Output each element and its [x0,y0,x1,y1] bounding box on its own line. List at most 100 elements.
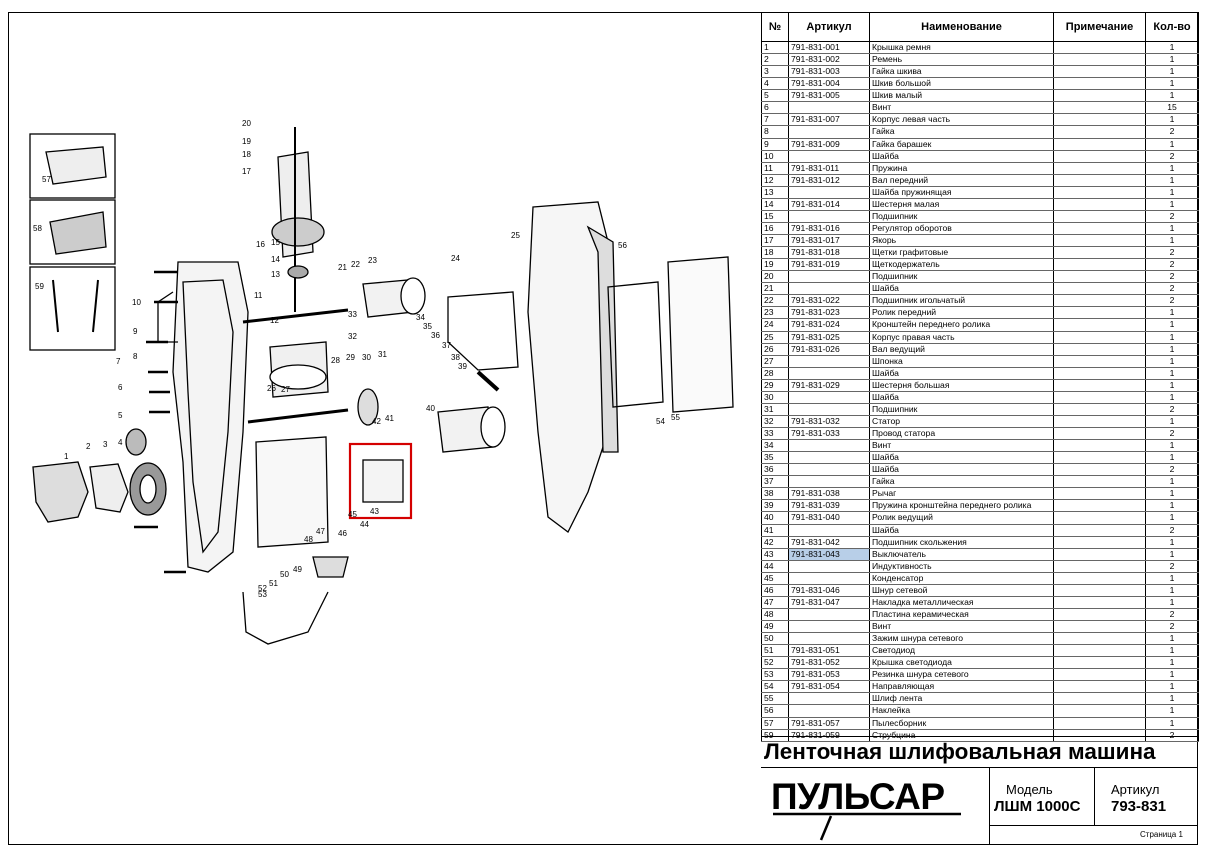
cell-qty: 2 [1145,125,1199,139]
cell-qty: 1 [1145,668,1199,682]
cell-note [1053,608,1146,622]
cell-qty: 2 [1145,246,1199,260]
cell-article [788,620,870,634]
brand-logo-cell: ПУЛЬСАР [761,768,990,845]
svg-text:1: 1 [64,452,69,461]
cell-article: 791-831-042 [788,536,870,549]
cell-article: 791-831-043 [788,548,870,561]
svg-text:48: 48 [304,535,313,544]
page-number: Страница 1 [1140,830,1183,839]
cell-note [1053,680,1146,694]
cell-note [1053,186,1146,199]
cell-qty: 1 [1145,644,1199,658]
document-title: Ленточная шлифовальная машина [761,736,1198,768]
svg-text:51: 51 [269,579,278,588]
cell-number: 15 [761,210,789,223]
cell-qty: 1 [1145,367,1199,380]
cell-number: 44 [761,560,789,573]
cell-name: Регулятор оборотов [869,222,1054,236]
cell-number: 37 [761,475,789,489]
cell-number: 51 [761,644,789,658]
cell-article: 791-831-004 [788,77,870,91]
cell-number: 31 [761,403,789,416]
cell-article: 791-831-017 [788,234,870,248]
svg-text:38: 38 [451,353,460,362]
cell-article: 791-831-002 [788,53,870,67]
svg-text:36: 36 [431,331,440,340]
cell-number: 54 [761,680,789,694]
cell-article: 791-831-016 [788,222,870,236]
highlight-box-part-43 [348,442,413,520]
cell-note [1053,391,1146,404]
svg-text:50: 50 [280,570,289,579]
cell-name: Накладка металлическая [869,596,1054,609]
cell-number: 24 [761,318,789,332]
svg-text:43: 43 [370,507,379,516]
cell-note [1053,89,1146,103]
cell-number: 29 [761,379,789,392]
cell-number: 6 [761,101,789,115]
svg-text:46: 46 [338,529,347,538]
cell-article [788,367,870,380]
cell-name: Подшипник скольжения [869,536,1054,549]
cell-name: Подшипник игольчатый [869,294,1054,308]
cell-qty: 1 [1145,632,1199,646]
cell-number: 48 [761,608,789,622]
cell-name: Шайба [869,282,1054,296]
cell-name: Пружина [869,162,1054,175]
cell-number: 41 [761,524,789,537]
cell-qty: 15 [1145,101,1199,115]
cell-article [788,355,870,368]
svg-text:29: 29 [346,353,355,362]
cell-qty: 2 [1145,560,1199,573]
cell-article: 791-831-003 [788,65,870,79]
cell-number: 28 [761,367,789,380]
svg-text:15: 15 [271,238,280,247]
cell-number: 34 [761,439,789,453]
cell-number: 17 [761,234,789,248]
cell-name: Резинка шнура сетевого [869,668,1054,682]
cell-name: Ролик передний [869,306,1054,320]
svg-text:37: 37 [442,341,451,350]
cell-name: Выключатель [869,548,1054,561]
cell-article [788,608,870,622]
cell-article: 791-831-038 [788,487,870,501]
cell-note [1053,644,1146,658]
svg-text:24: 24 [451,254,460,263]
cell-note [1053,198,1146,211]
cell-number: 3 [761,65,789,79]
cell-number: 25 [761,331,789,344]
cell-qty: 1 [1145,186,1199,199]
cell-number: 11 [761,162,789,175]
cell-name: Щетки графитовые [869,246,1054,260]
cell-name: Светодиод [869,644,1054,658]
cell-number: 32 [761,415,789,429]
cell-name: Пружина кронштейна переднего ролика [869,499,1054,513]
header-number: № [761,12,789,42]
svg-text:34: 34 [416,313,425,322]
svg-text:49: 49 [293,565,302,574]
cell-article: 791-831-040 [788,511,870,525]
cell-note [1053,367,1146,380]
svg-text:20: 20 [242,119,251,128]
cell-note [1053,343,1146,356]
cell-article [788,101,870,115]
cell-qty: 2 [1145,150,1199,163]
cell-article: 791-831-022 [788,294,870,308]
cell-name: Шайба [869,391,1054,404]
cell-name: Винт [869,101,1054,115]
cell-article [788,704,870,718]
cell-article [788,463,870,477]
cell-number: 16 [761,222,789,236]
cell-qty: 2 [1145,524,1199,537]
cell-article: 791-831-053 [788,668,870,682]
